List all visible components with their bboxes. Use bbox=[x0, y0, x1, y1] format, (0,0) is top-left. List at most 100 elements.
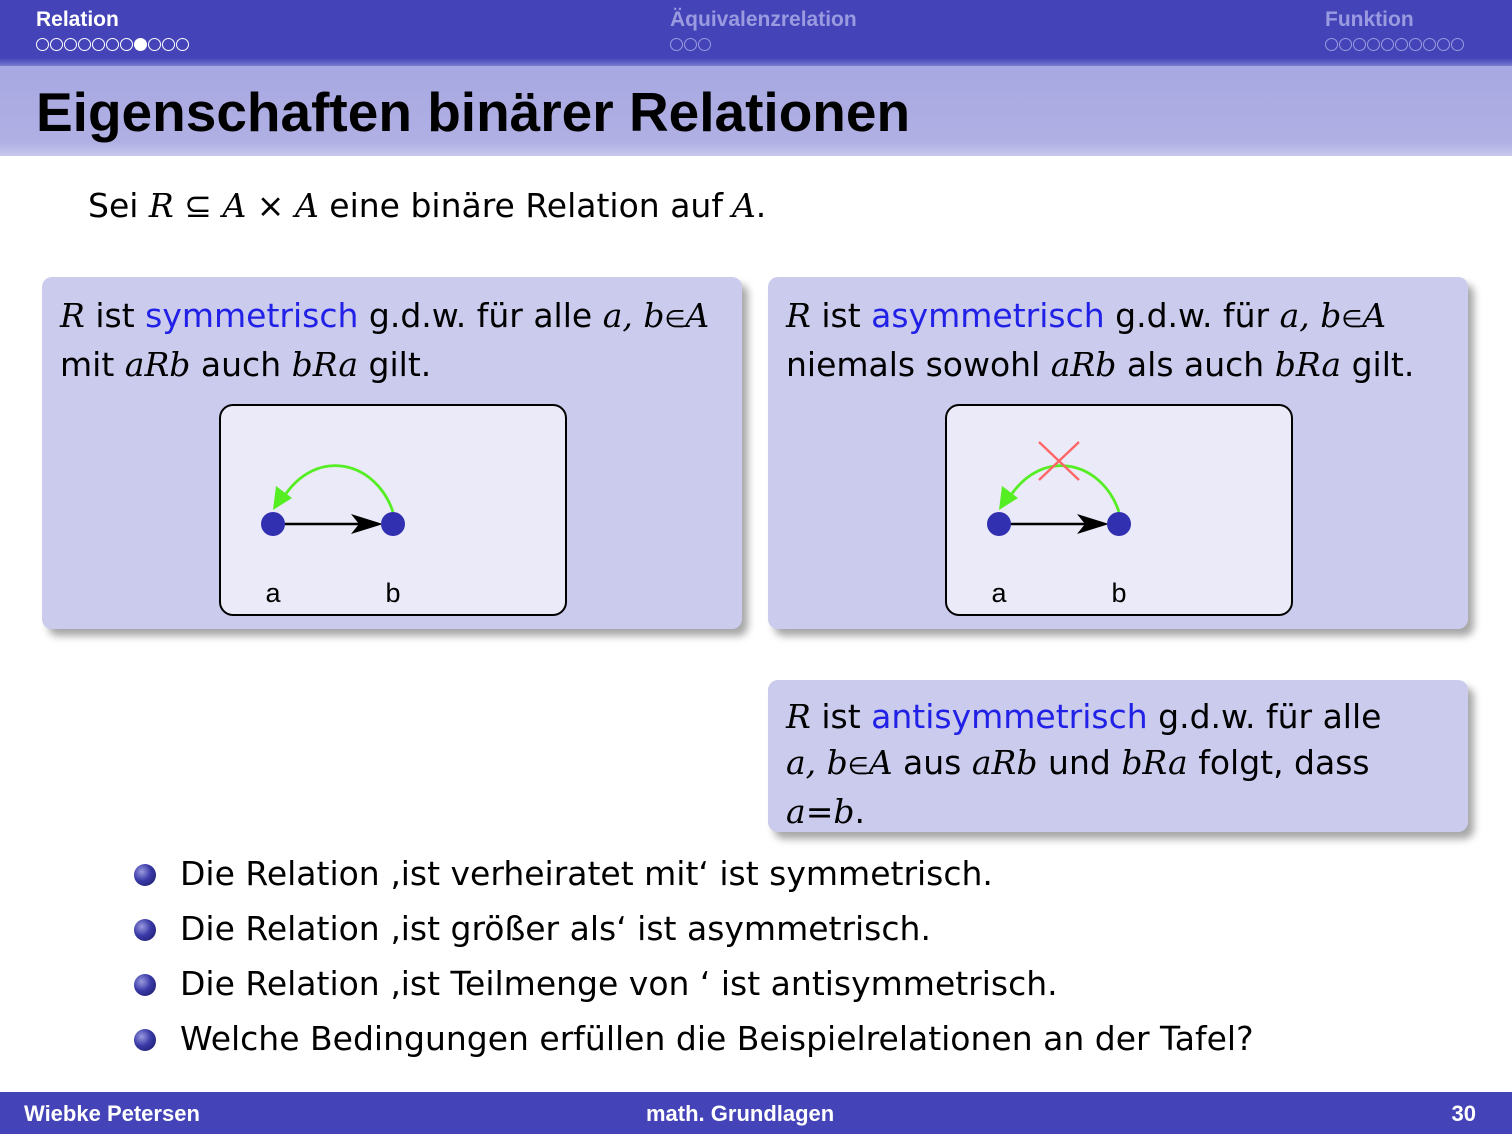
nav-dots-funktion bbox=[1325, 38, 1464, 51]
nav-dot[interactable] bbox=[134, 38, 147, 51]
math-A: A bbox=[731, 186, 756, 225]
nav-dot[interactable] bbox=[1353, 38, 1366, 51]
keyword-antisymmetrisch: antisymmetrisch bbox=[871, 697, 1148, 736]
footer-short-title: math. Grundlagen bbox=[646, 1101, 835, 1126]
nav-section-title[interactable]: Funktion bbox=[1325, 8, 1414, 31]
node-label-a: a bbox=[265, 578, 281, 608]
node-b bbox=[1107, 512, 1131, 536]
nav-section-relation[interactable]: Relation bbox=[36, 8, 189, 51]
math-subseteq: ⊆ bbox=[184, 186, 212, 225]
period: . bbox=[854, 792, 865, 831]
math-bRa: bRa bbox=[1274, 345, 1342, 384]
math-R: R bbox=[148, 186, 174, 225]
definition-text-antisymmetric: R ist antisymmetrisch g.d.w. für alle a,… bbox=[786, 694, 1381, 835]
arrow-ab-head bbox=[1077, 514, 1109, 534]
nav-section-title[interactable]: Relation bbox=[36, 8, 119, 31]
nav-dot[interactable] bbox=[1409, 38, 1422, 51]
list-item: Die Relation ‚ist Teilmenge von ‘ ist an… bbox=[134, 962, 1254, 1017]
list-item: Die Relation ‚ist größer als‘ ist asymme… bbox=[134, 907, 1254, 962]
diagram-svg: a b bbox=[987, 441, 1131, 608]
list-item-text: Die Relation ‚ist Teilmenge von ‘ ist an… bbox=[180, 964, 1058, 1003]
math-in: ∈ bbox=[1341, 305, 1363, 333]
nav-dot[interactable] bbox=[1423, 38, 1436, 51]
math-R: R bbox=[786, 296, 811, 335]
math-eq: = bbox=[805, 792, 834, 831]
nav-dot[interactable] bbox=[92, 38, 105, 51]
definition-text-asymmetric: R ist asymmetrisch g.d.w. für a, b∈A nie… bbox=[786, 293, 1414, 388]
math-bRa: bRa bbox=[1121, 743, 1188, 782]
math-A: A bbox=[222, 186, 247, 225]
math-aRb: aRb bbox=[124, 345, 191, 384]
condition-text: g.d.w. für bbox=[1115, 296, 1270, 335]
bullet-ball-icon bbox=[134, 919, 156, 941]
math-a: a bbox=[786, 792, 806, 831]
node-a bbox=[261, 512, 285, 536]
nav-dot[interactable] bbox=[1395, 38, 1408, 51]
math-in: ∈ bbox=[847, 752, 869, 780]
arrow-ab-head bbox=[351, 514, 383, 534]
nav-section-title[interactable]: Äquivalenzrelation bbox=[670, 8, 857, 31]
keyword-symmetrisch: symmetrisch bbox=[145, 296, 359, 335]
nav-dot[interactable] bbox=[670, 38, 683, 51]
nav-section-aequivalenzrelation[interactable]: Äquivalenzrelation bbox=[670, 8, 857, 51]
nav-dot[interactable] bbox=[684, 38, 697, 51]
node-label-b: b bbox=[385, 578, 400, 608]
math-A: A bbox=[685, 296, 710, 335]
math-in: ∈ bbox=[664, 305, 686, 333]
footer-author: Wiebke Petersen bbox=[24, 1101, 200, 1126]
math-aRb: aRb bbox=[1050, 345, 1117, 384]
bullet-ball-icon bbox=[134, 864, 156, 886]
navigation-bar: Relation Äquivalenzrelation Funktion bbox=[0, 0, 1512, 66]
math-ab: a, b bbox=[602, 296, 665, 335]
nav-dot[interactable] bbox=[50, 38, 63, 51]
node-label-b: b bbox=[1111, 578, 1126, 608]
nav-dot[interactable] bbox=[176, 38, 189, 51]
list-item-text: Welche Bedingungen erfüllen die Beispiel… bbox=[180, 1019, 1254, 1058]
math-bRa: bRa bbox=[291, 345, 359, 384]
word-folgt-dass: folgt, dass bbox=[1198, 743, 1370, 782]
nav-dot[interactable] bbox=[1437, 38, 1450, 51]
math-times: × bbox=[256, 186, 285, 225]
nav-dot[interactable] bbox=[120, 38, 133, 51]
list-item-text: Die Relation ‚ist verheiratet mit‘ ist s… bbox=[180, 854, 993, 893]
math-ab: a, b bbox=[786, 743, 848, 782]
bullet-ball-icon bbox=[134, 1029, 156, 1051]
definition-block-symmetric: R ist symmetrisch g.d.w. für alle a, b∈A… bbox=[42, 277, 742, 629]
nav-dot[interactable] bbox=[148, 38, 161, 51]
math-R: R bbox=[786, 697, 811, 736]
keyword-asymmetrisch: asymmetrisch bbox=[871, 296, 1105, 335]
nav-dot[interactable] bbox=[1325, 38, 1338, 51]
back-arrow-head bbox=[999, 486, 1018, 510]
nav-section-funktion[interactable]: Funktion bbox=[1325, 8, 1464, 51]
nav-dot[interactable] bbox=[64, 38, 77, 51]
nav-dot[interactable] bbox=[1367, 38, 1380, 51]
word-ist: ist bbox=[821, 296, 861, 335]
definition-block-antisymmetric: R ist antisymmetrisch g.d.w. für alle a,… bbox=[768, 680, 1468, 832]
nav-dot[interactable] bbox=[36, 38, 49, 51]
nav-dot[interactable] bbox=[698, 38, 711, 51]
word-ist: ist bbox=[821, 697, 861, 736]
condition-text: g.d.w. für alle bbox=[368, 296, 593, 335]
word-auch: auch bbox=[200, 345, 282, 384]
node-label-a: a bbox=[991, 578, 1007, 608]
condition-text: g.d.w. für alle bbox=[1158, 697, 1382, 736]
back-arrow-ba bbox=[1007, 464, 1121, 513]
nav-dot[interactable] bbox=[1339, 38, 1352, 51]
word-mit: mit bbox=[60, 345, 115, 384]
nav-dot[interactable] bbox=[78, 38, 91, 51]
word-gilt: gilt. bbox=[1351, 345, 1415, 384]
math-A: A bbox=[868, 743, 893, 782]
bullet-ball-icon bbox=[134, 974, 156, 996]
math-R: R bbox=[60, 296, 85, 335]
back-arrow-ba bbox=[281, 464, 395, 513]
nav-dot[interactable] bbox=[1381, 38, 1394, 51]
intro-rest: eine binäre Relation auf bbox=[329, 186, 723, 225]
nav-dot[interactable] bbox=[1451, 38, 1464, 51]
nav-dot[interactable] bbox=[162, 38, 175, 51]
footer-page-number: 30 bbox=[1451, 1101, 1476, 1126]
intro-lead: Sei bbox=[88, 186, 139, 225]
diagram-svg: a b bbox=[261, 464, 405, 608]
nav-dot[interactable] bbox=[106, 38, 119, 51]
word-gilt: gilt. bbox=[368, 345, 432, 384]
example-list: Die Relation ‚ist verheiratet mit‘ ist s… bbox=[134, 852, 1254, 1072]
